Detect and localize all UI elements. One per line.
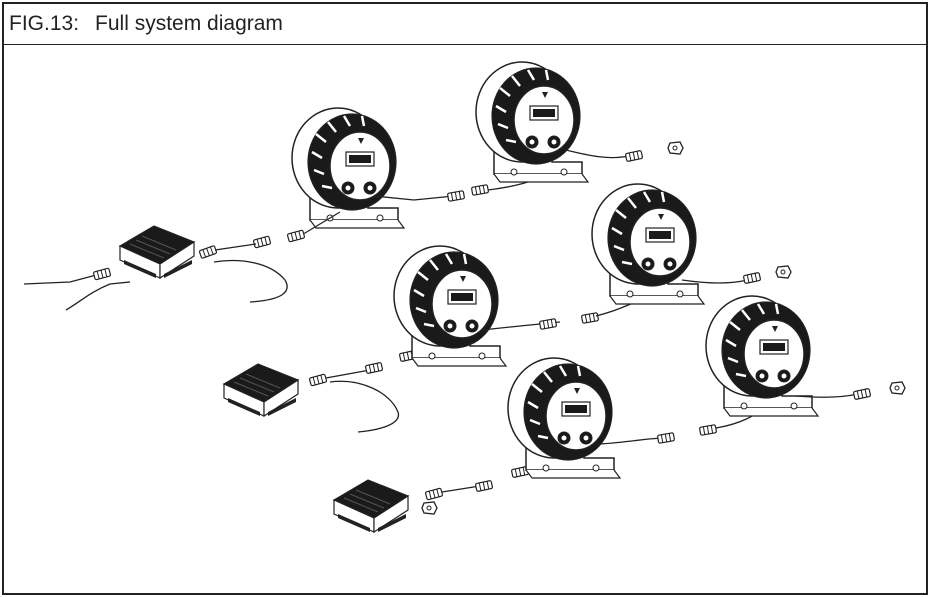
terminator-cap	[889, 381, 906, 395]
connector	[580, 312, 600, 324]
terminator-cap	[667, 141, 684, 155]
data-cable	[214, 243, 257, 251]
aux-cable-1	[65, 281, 131, 311]
data-cable	[441, 485, 481, 493]
connector	[470, 184, 490, 196]
link-cable	[373, 195, 455, 201]
figure-header: FIG.13: Full system diagram	[4, 4, 926, 45]
psu-1	[119, 225, 195, 279]
fixture-4	[590, 182, 706, 306]
connector	[742, 271, 762, 285]
fixture-6	[704, 294, 820, 418]
link-cable	[299, 211, 341, 237]
connector	[624, 149, 644, 163]
connector	[474, 479, 494, 493]
fixture-1	[290, 106, 406, 230]
link-cable	[599, 437, 665, 445]
fixture-5	[506, 356, 622, 480]
connector	[424, 487, 444, 501]
connector	[308, 373, 328, 387]
terminator-cap	[775, 265, 792, 279]
figure-title: Full system diagram	[95, 12, 283, 35]
connector	[286, 229, 306, 243]
terminator-cap	[421, 501, 438, 515]
connector	[92, 267, 112, 281]
connector	[252, 235, 272, 249]
link-cable	[565, 149, 629, 159]
output-cable-1	[213, 259, 288, 303]
power-input-cable-1	[23, 273, 101, 285]
connector	[852, 387, 872, 401]
fixture-3	[392, 244, 508, 368]
link-cable	[681, 279, 749, 284]
connector	[698, 424, 718, 436]
connector	[364, 361, 384, 375]
data-cable	[325, 369, 371, 379]
connector	[656, 432, 676, 444]
psu-3	[333, 479, 409, 533]
connector	[538, 318, 558, 330]
output-cable-2	[329, 380, 399, 433]
connector	[198, 244, 218, 260]
fixture-2	[474, 60, 590, 184]
figure-label: FIG.13:	[9, 12, 80, 35]
psu-2	[223, 363, 299, 417]
connector	[446, 190, 466, 202]
